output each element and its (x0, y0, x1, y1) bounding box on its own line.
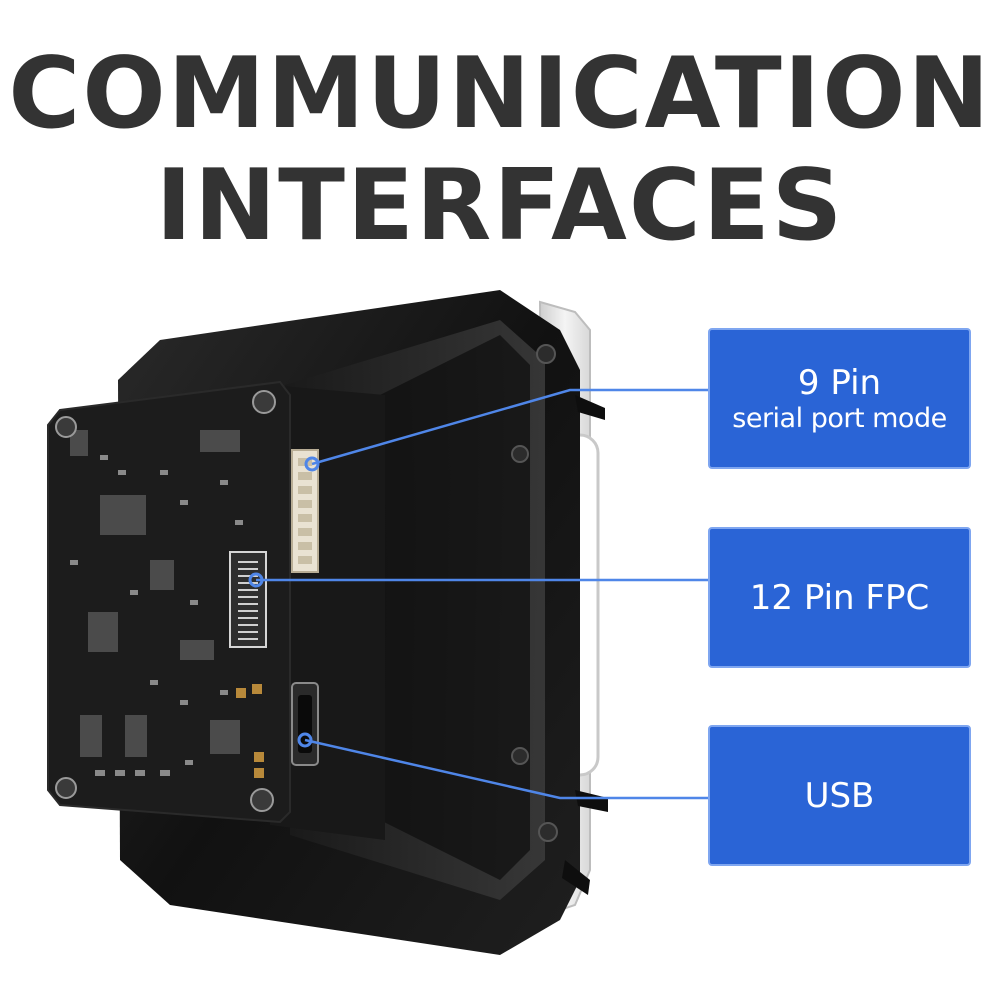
housing-screw (511, 344, 558, 842)
test-pads (236, 684, 264, 778)
title-line-2: INTERFACES (155, 149, 845, 263)
title-line-1: COMMUNICATION (8, 37, 992, 151)
callout-12-pin-fpc: 12 Pin FPC (708, 527, 971, 668)
leader-lines (248, 388, 710, 800)
pcb-board (47, 380, 291, 824)
callout-usb: USB (708, 725, 971, 866)
callout-main-label: 9 Pin (797, 362, 882, 403)
callout-main-label: USB (804, 775, 875, 816)
page-title: COMMUNICATION INTERFACES (0, 40, 1000, 260)
callout-main-label: 12 Pin FPC (749, 577, 930, 618)
pcb-screw (55, 390, 276, 812)
callout-sub-label: serial port mode (732, 402, 947, 434)
callout-9-pin-serial: 9 Pin serial port mode (708, 328, 971, 469)
